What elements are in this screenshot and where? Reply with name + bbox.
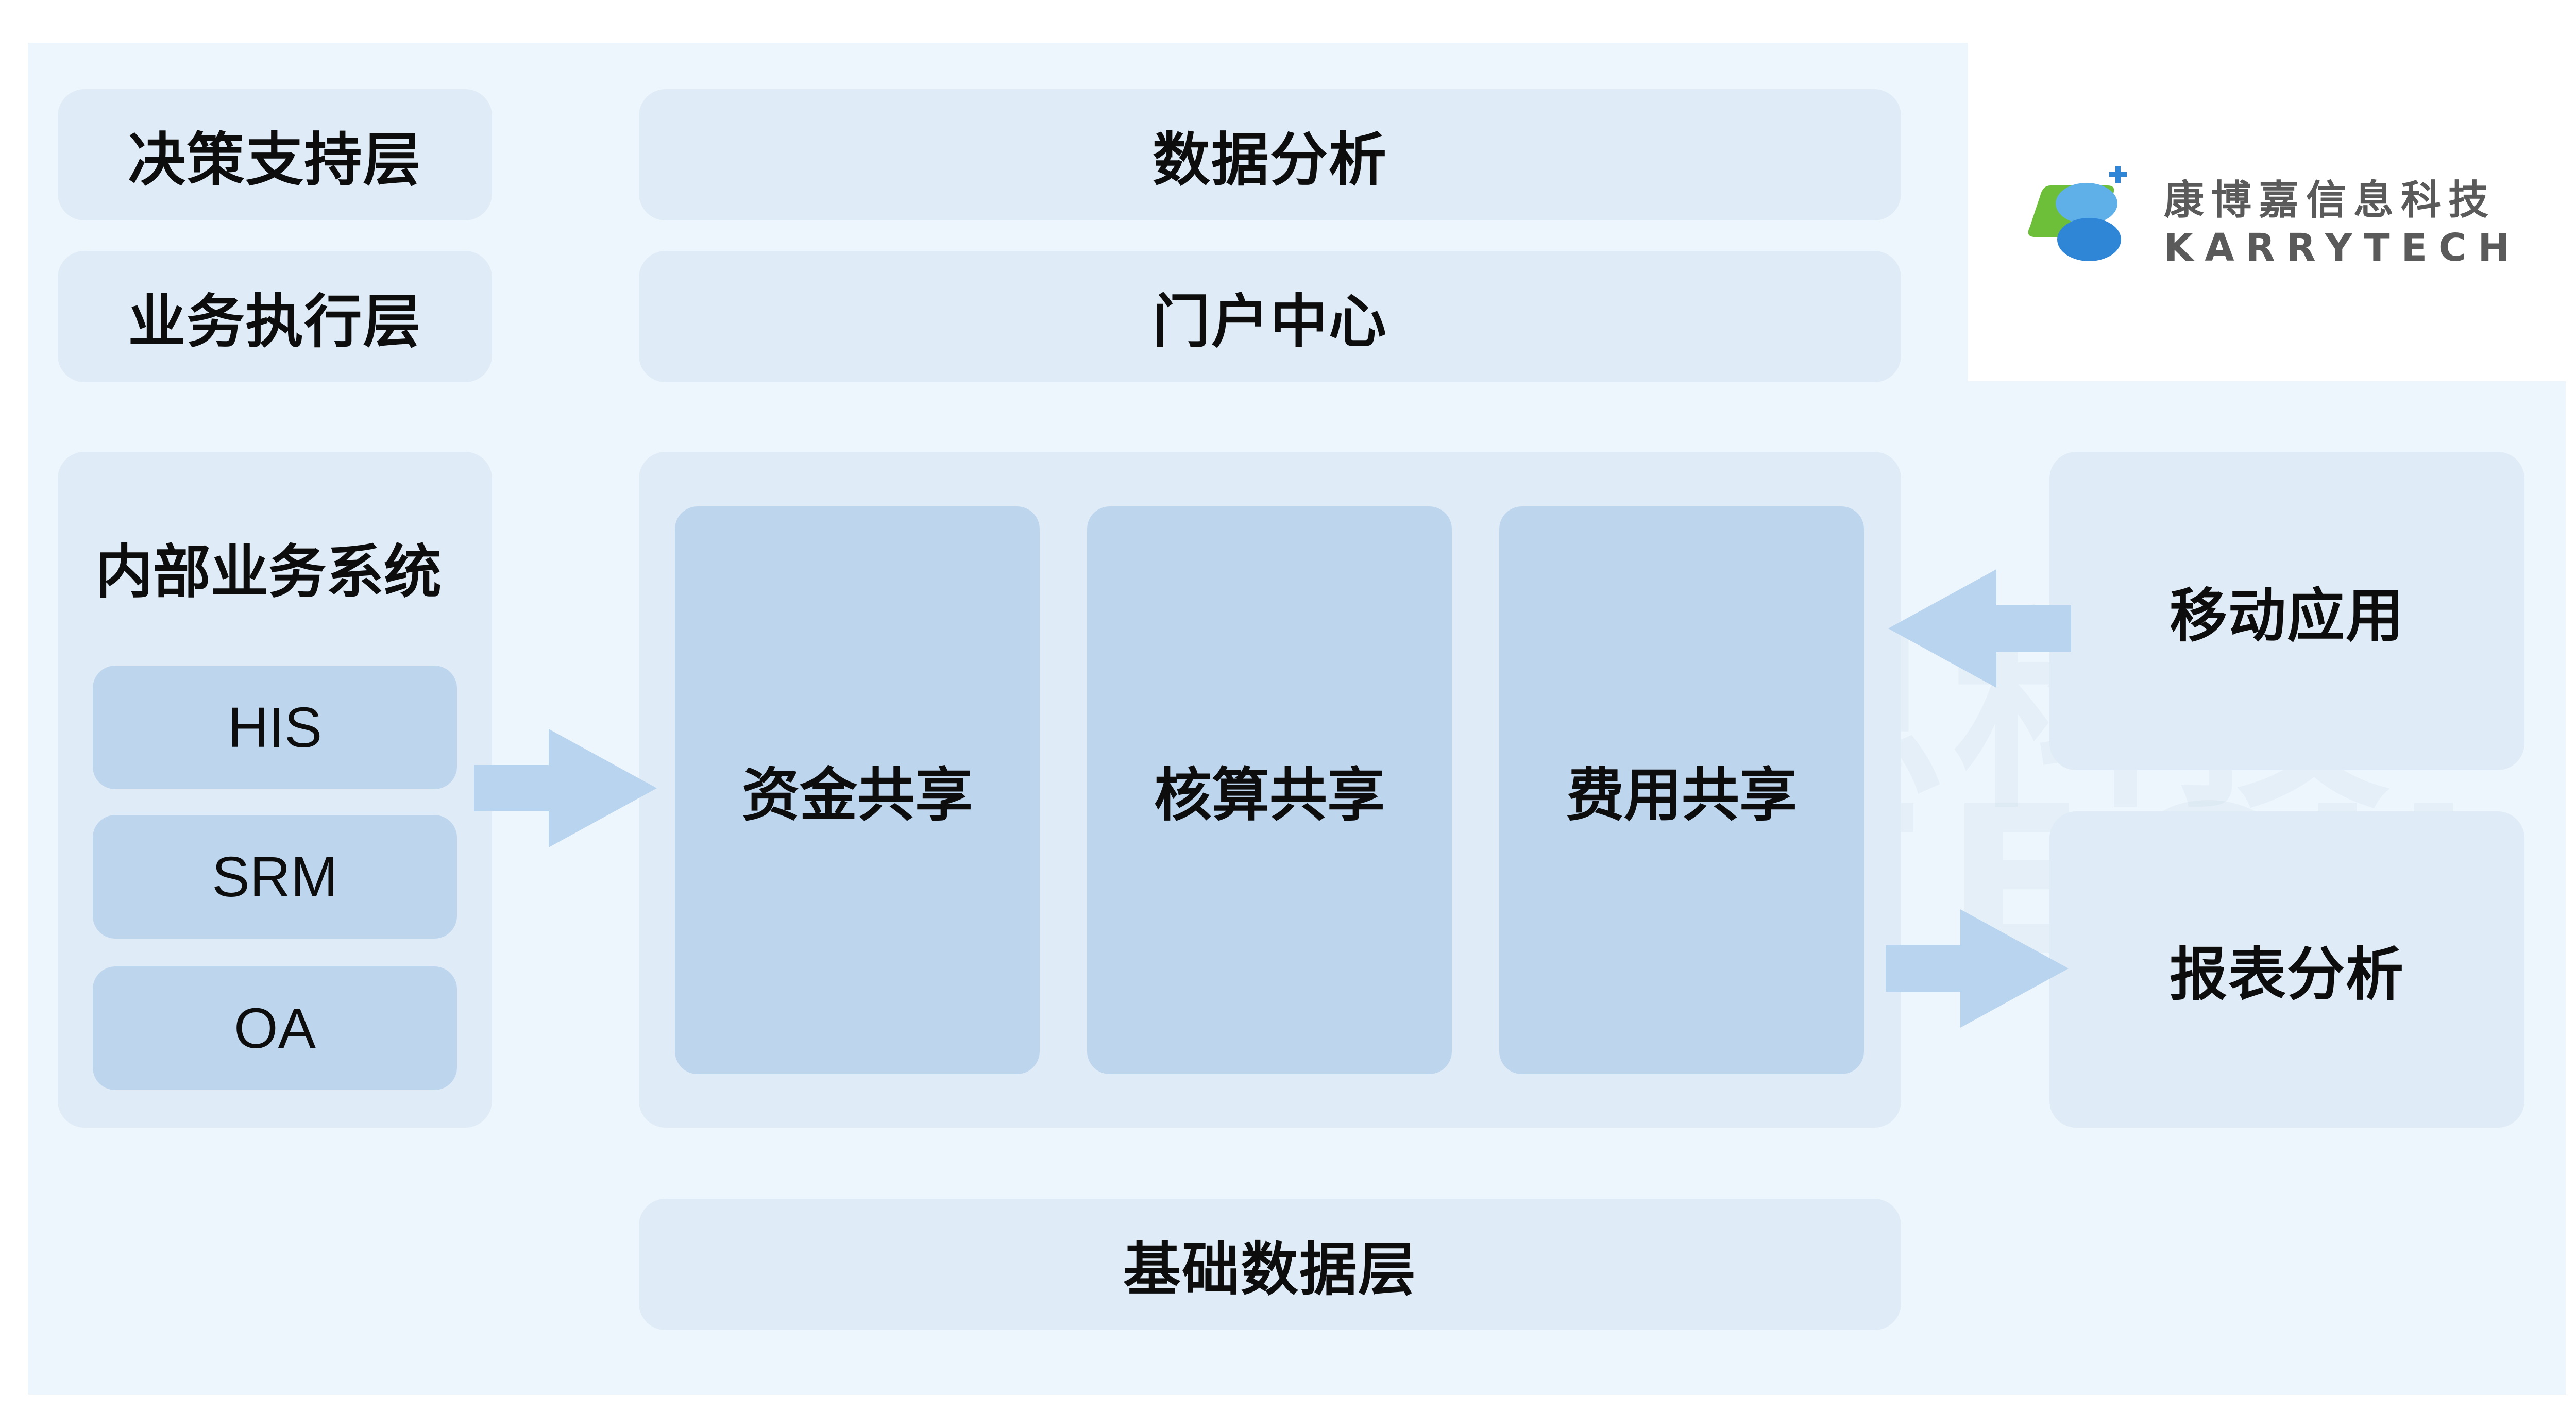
system-srm-label: SRM — [212, 845, 338, 909]
report-analysis-label: 报表分析 — [2170, 941, 2404, 1008]
execution-layer-label: 业务执行层 — [128, 288, 422, 355]
portal-center-label: 门户中心 — [1153, 288, 1387, 355]
system-oa: OA — [93, 966, 457, 1090]
fund-sharing-label: 资金共享 — [742, 762, 973, 829]
expense-sharing-label: 费用共享 — [1566, 762, 1797, 829]
base-data-layer-label: 基础数据层 — [1123, 1236, 1417, 1303]
system-srm: SRM — [93, 815, 457, 939]
system-his: HIS — [93, 666, 457, 789]
logo-mark-icon — [2028, 166, 2127, 261]
accounting-sharing-label: 核算共享 — [1154, 762, 1385, 829]
report-analysis-box: 报表分析 — [2049, 811, 2524, 1128]
company-logo: 康博嘉信息科技 KARRYTECH — [2020, 165, 2510, 278]
execution-layer-box: 业务执行层 — [58, 251, 492, 382]
data-analysis-band: 数据分析 — [639, 89, 1901, 220]
data-analysis-label: 数据分析 — [1153, 126, 1387, 194]
decision-layer-box: 决策支持层 — [58, 89, 492, 220]
logo-text-en: KARRYTECH — [2164, 226, 2521, 270]
system-his-label: HIS — [227, 695, 323, 759]
arrow-right-internal-to-shared-icon — [474, 729, 657, 847]
expense-sharing-box: 费用共享 — [1499, 506, 1864, 1074]
accounting-sharing-box: 核算共享 — [1087, 506, 1452, 1074]
mobile-app-box: 移动应用 — [2049, 452, 2524, 770]
mobile-app-label: 移动应用 — [2170, 583, 2404, 650]
fund-sharing-box: 资金共享 — [675, 506, 1040, 1074]
internal-systems-title: 内部业务系统 — [95, 539, 442, 606]
arrow-left-mobile-to-shared-icon — [1888, 569, 2071, 688]
decision-layer-label: 决策支持层 — [128, 126, 422, 194]
base-data-layer-band: 基础数据层 — [639, 1199, 1901, 1330]
portal-center-band: 门户中心 — [639, 251, 1901, 382]
arrow-right-shared-to-report-icon — [1886, 909, 2069, 1028]
logo-text-cn: 康博嘉信息科技 — [2164, 177, 2496, 224]
system-oa-label: OA — [234, 996, 316, 1060]
